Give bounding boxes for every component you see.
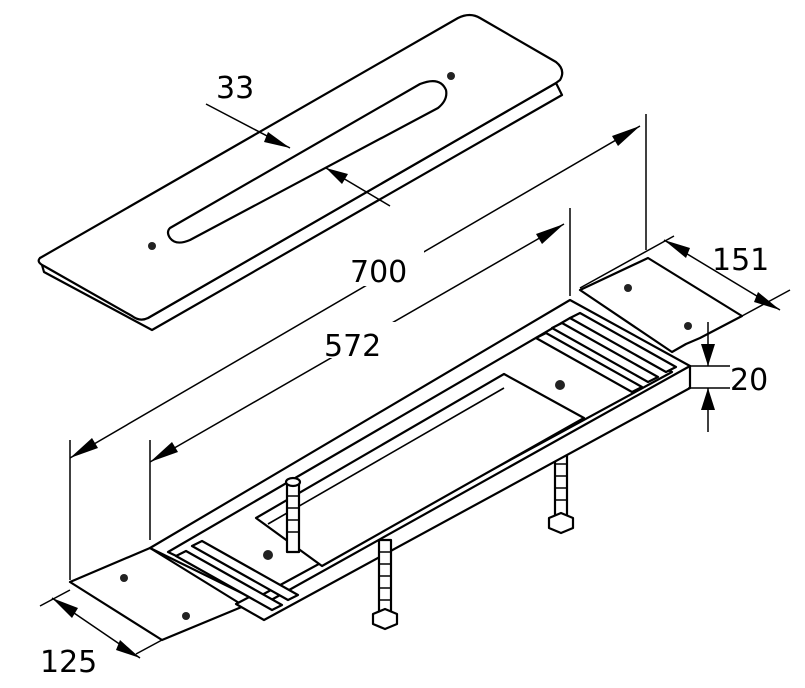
dimension-label-151: 151 <box>712 243 769 278</box>
cover-slot <box>166 79 448 244</box>
cover-hole <box>148 242 156 250</box>
dimension-125: 125 <box>39 589 163 680</box>
right-flange <box>578 256 744 354</box>
cover-plate <box>37 13 564 332</box>
dimension-label-33: 33 <box>216 71 254 106</box>
dimension-label-125: 125 <box>40 645 97 680</box>
dimension-label-572: 572 <box>324 329 381 364</box>
dimension-151: 151 <box>579 235 791 317</box>
dimension-700: 700 <box>69 114 647 580</box>
dimension-label-700: 700 <box>350 255 407 290</box>
cover-hole <box>447 72 455 80</box>
base-frame <box>68 256 744 642</box>
bolt-front-right <box>371 538 399 631</box>
dimension-label-20: 20 <box>730 363 768 398</box>
bolt-front-left <box>284 476 302 554</box>
dimension-572: 572 <box>149 208 571 540</box>
right-ribs <box>534 311 678 394</box>
dimension-33: 33 <box>205 71 391 207</box>
left-ribs <box>174 539 300 612</box>
dimension-20: 20 <box>688 322 768 432</box>
